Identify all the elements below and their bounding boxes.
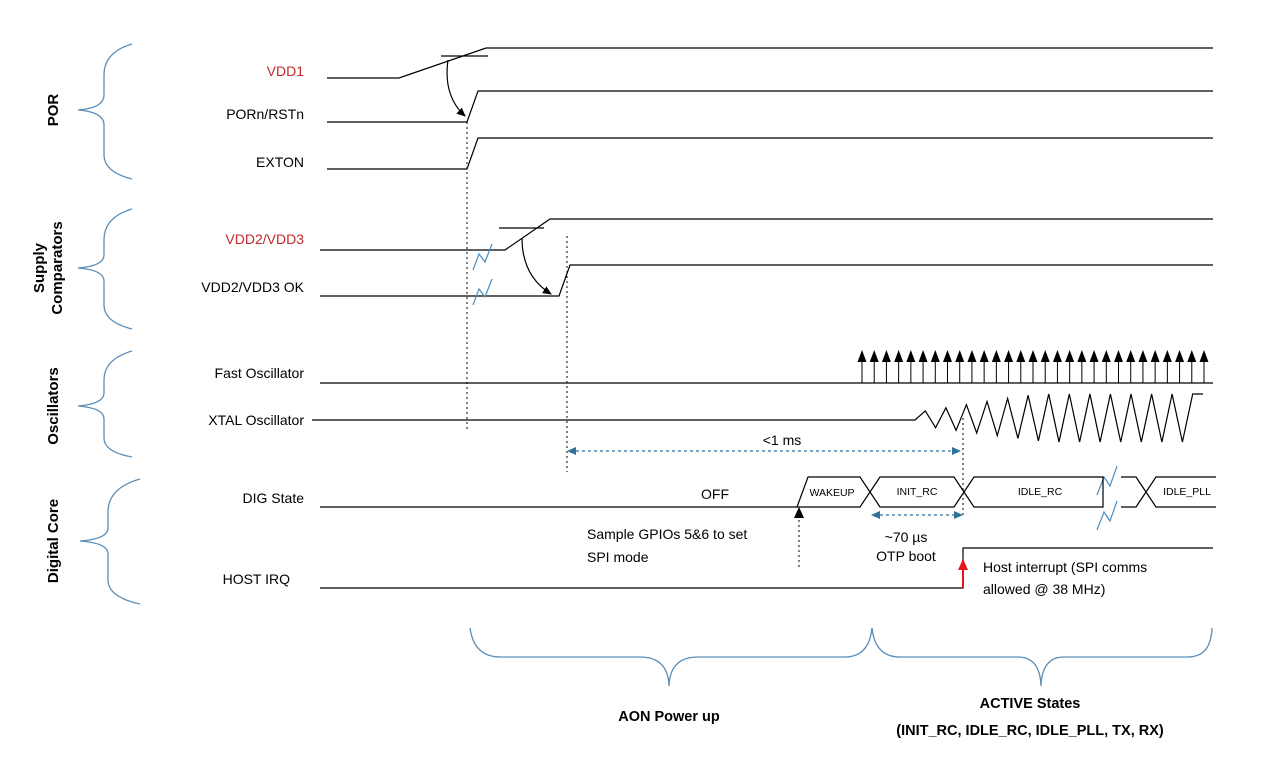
group-label-digital-core: Digital Core [45, 499, 62, 583]
fast-osc-clock-edge-head [930, 350, 940, 362]
fast-osc-clock-edge-head [1187, 350, 1197, 362]
sample-gpio-arrow-head [794, 507, 804, 518]
signal-label-exton: EXTON [256, 154, 304, 170]
waveform-vdd2-vdd3-ok [320, 264, 1213, 297]
fast-osc-clock-edge-head [869, 350, 879, 362]
phase-label-active-line1: ACTIVE States [980, 696, 1081, 712]
break-mark-vdd2-ok [472, 278, 493, 306]
fast-osc-clock-edge-head [1175, 350, 1185, 362]
fast-osc-clock-edge-head [1089, 350, 1099, 362]
supply-comparators-brace [77, 208, 133, 330]
group-label-supply-line1: Supply [31, 242, 48, 293]
oscillators-brace [77, 350, 133, 458]
fast-oscillator-clock-arrows [857, 350, 1209, 383]
sample-gpio-note-line1: Sample GPIOs 5&6 to set [587, 526, 747, 542]
fast-osc-clock-edge-head [1114, 350, 1123, 362]
fast-osc-clock-edge-head [881, 350, 891, 362]
phase-brace-active [871, 627, 1213, 687]
signal-label-dig-state: DIG State [243, 490, 305, 506]
state-label-idle-pll: IDLE_PLL [1163, 486, 1211, 498]
por-brace [77, 43, 133, 180]
fast-osc-clock-edge-head [979, 350, 989, 362]
state-label-init-rc: INIT_RC [897, 486, 938, 498]
state-label-off: OFF [701, 486, 729, 502]
state-box-idle-rc [963, 476, 1104, 508]
signal-label-xtal-oscillator: XTAL Oscillator [208, 412, 304, 428]
fast-osc-clock-edge-head [1150, 350, 1160, 362]
waveform-vdd1 [327, 47, 1213, 79]
waveform-exton [327, 137, 1213, 170]
host-interrupt-note-line1: Host interrupt (SPI comms [983, 559, 1147, 575]
label-70us: ~70 µs [885, 529, 928, 545]
fast-osc-clock-edge-head [906, 350, 916, 362]
digital-core-brace [79, 478, 141, 605]
fast-osc-clock-edge-head [1101, 350, 1111, 362]
fast-osc-clock-edge-head [918, 350, 928, 362]
interval-label-lt-1ms: <1 ms [763, 432, 802, 448]
group-label-oscillators: Oscillators [45, 367, 62, 445]
timeline-break-marks [472, 243, 1118, 531]
fast-osc-clock-edge-head [894, 350, 904, 362]
fast-osc-clock-edge-head [1077, 350, 1087, 362]
break-mark-dig-upper [1096, 465, 1118, 496]
waveform-porn-rstn [327, 90, 1213, 123]
fast-osc-clock-edge-head [1028, 350, 1038, 362]
state-label-wakeup: WAKEUP [809, 487, 854, 499]
fast-osc-clock-edge-head [1199, 350, 1209, 362]
waveform-xtal-oscillator [312, 393, 1203, 443]
fast-osc-clock-edge-head [1004, 350, 1014, 362]
waveform-vdd2-vdd3 [320, 218, 1213, 251]
interval-arrow-70us-head-right [954, 511, 963, 519]
fast-osc-clock-edge-head [1138, 350, 1148, 362]
dig-state-bus [796, 476, 1216, 508]
fast-osc-clock-edge-head [1162, 350, 1172, 362]
vdd2-to-ok-causal-arrow [521, 237, 552, 295]
fast-osc-clock-edge-head [967, 350, 977, 362]
signal-label-vdd1: VDD1 [267, 63, 305, 79]
break-mark-vdd2 [472, 243, 493, 271]
fast-osc-clock-edge-head [1016, 350, 1026, 362]
group-braces [77, 43, 141, 605]
group-label-supply-line2: Comparators [49, 221, 66, 314]
signal-label-host-irq: HOST IRQ [223, 571, 291, 587]
fast-osc-clock-edge-head [955, 350, 965, 362]
state-box-idle-rc-to-pll [1121, 476, 1147, 508]
label-otp-boot: OTP boot [876, 548, 936, 564]
phase-label-aon: AON Power up [618, 709, 720, 725]
fast-osc-clock-edge-head [943, 350, 952, 362]
state-label-idle-rc: IDLE_RC [1018, 486, 1063, 498]
signal-label-vdd2-vdd3-ok: VDD2/VDD3 OK [201, 279, 304, 295]
vdd1-to-porn-causal-arrow [446, 59, 466, 117]
fast-osc-clock-edge-head [1040, 350, 1050, 362]
fast-osc-clock-edge-head [857, 350, 867, 362]
signal-label-vdd2-vdd3: VDD2/VDD3 [225, 231, 304, 247]
group-label-por: POR [45, 94, 62, 127]
fast-osc-clock-edge-head [1126, 350, 1136, 362]
phase-brace-aon [469, 627, 873, 687]
break-mark-dig-lower [1096, 500, 1118, 531]
fast-osc-clock-edge-head [1052, 350, 1062, 362]
state-box-wakeup [796, 476, 871, 508]
sample-gpio-note-line2: SPI mode [587, 549, 649, 565]
fast-osc-clock-edge-head [991, 350, 1001, 362]
signal-label-fast-oscillator: Fast Oscillator [215, 365, 305, 381]
fast-osc-clock-edge-head [1065, 350, 1075, 362]
interval-arrow-lt-1ms-head-left [567, 447, 576, 455]
state-box-idle-pll [1145, 476, 1216, 508]
signal-label-porn-rstn: PORn/RSTn [226, 106, 304, 122]
host-interrupt-note-line2: allowed @ 38 MHz) [983, 581, 1105, 597]
phase-label-active-line2: (INIT_RC, IDLE_RC, IDLE_PLL, TX, RX) [896, 723, 1164, 739]
interval-arrow-70us-head-left [871, 511, 880, 519]
